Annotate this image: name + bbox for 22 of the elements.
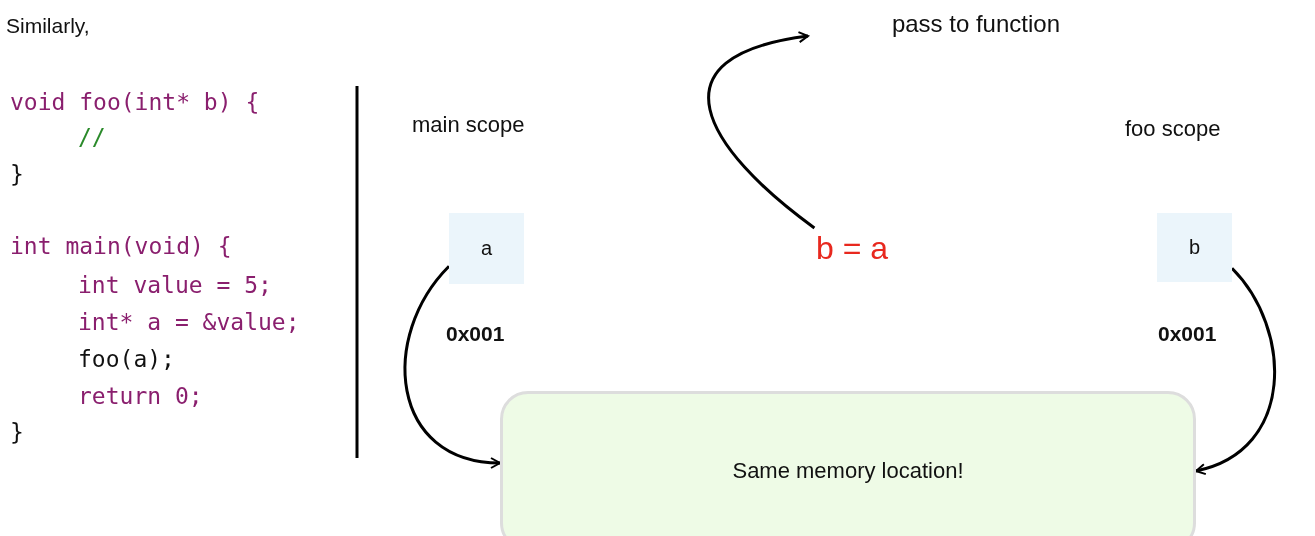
memory-box: Same memory location! [500,391,1196,536]
code-line: return 0; [78,383,203,409]
code-line: // [78,124,106,150]
curved-arrow [403,265,501,469]
scope-label: main scope [412,112,525,138]
address-text: 0x001 [446,322,505,346]
curved-arrow [1195,267,1276,475]
code-line: foo(a); [78,346,175,372]
code-line: int value = 5; [78,272,272,298]
code-line: void foo(int* b) { [10,89,260,115]
code-line: } [10,419,24,445]
scope-label: foo scope [1125,116,1221,142]
address-text: 0x001 [1158,322,1217,346]
curved-arrow [707,31,816,230]
code-line: int main(void) { [10,233,232,259]
variable-box: a [449,213,524,284]
step-text: pass to function [808,9,1060,39]
code-line: int* a = &value; [78,309,300,335]
intro-text: Similarly, [6,14,90,38]
variable-box: b [1157,213,1232,282]
code-line: } [10,161,24,187]
assignment-text: b = a [805,228,899,268]
